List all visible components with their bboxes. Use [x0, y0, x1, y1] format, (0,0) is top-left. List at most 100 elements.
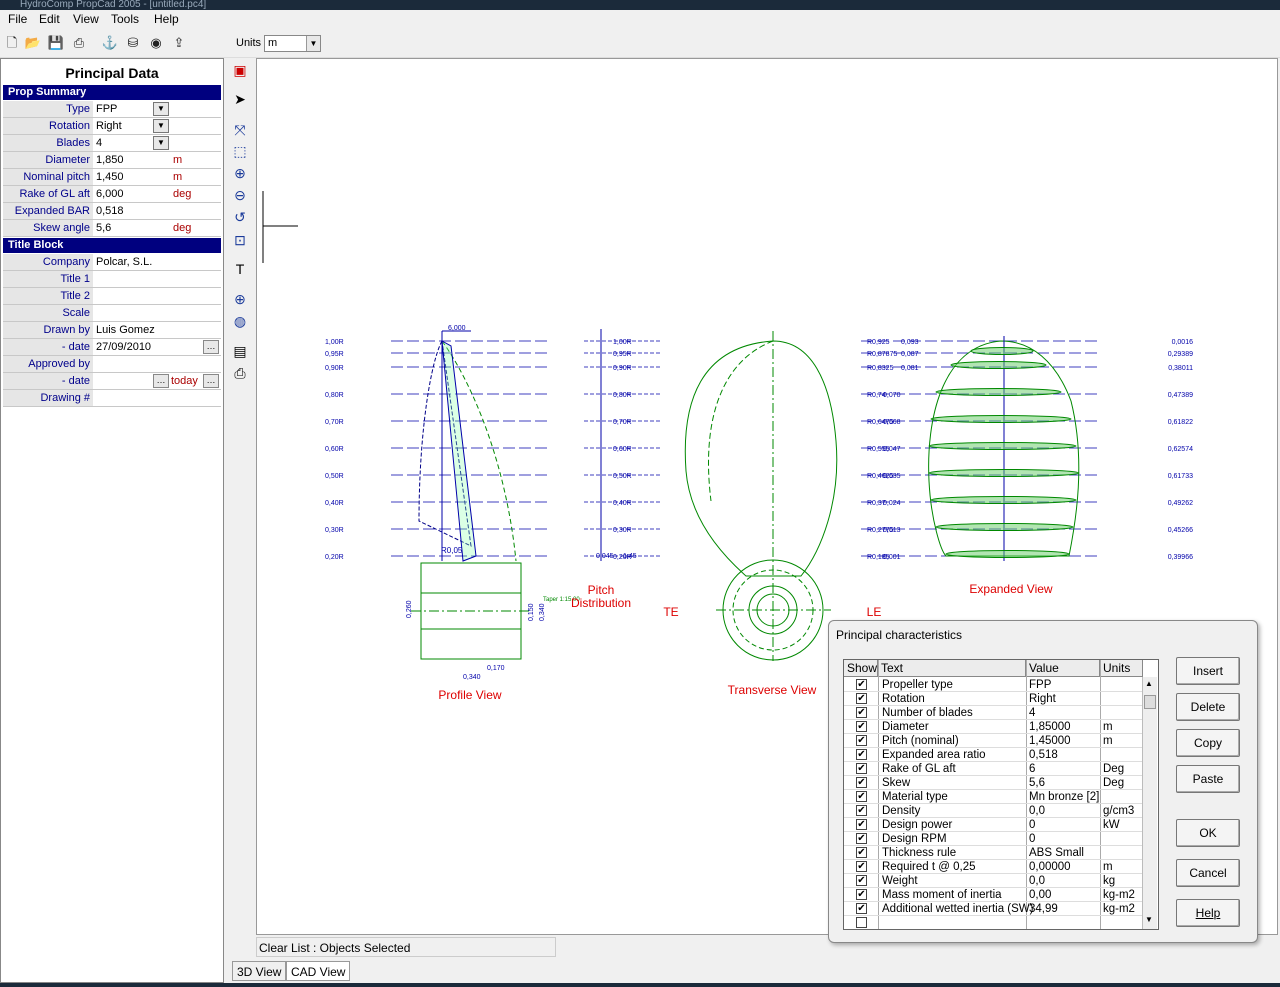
grid-scrollbar[interactable]: ▲ ▼: [1142, 677, 1157, 929]
zoom-out-icon[interactable]: ⊖: [234, 187, 246, 203]
row-value[interactable]: 5,6: [96, 222, 112, 234]
row-value[interactable]: Luis Gomez: [96, 324, 155, 336]
row-text[interactable]: Density: [882, 805, 921, 817]
row-unit[interactable]: m: [1103, 721, 1113, 733]
row-value[interactable]: 4: [1029, 707, 1036, 719]
tb-row-approved-date[interactable]: - date…today…: [3, 373, 221, 390]
row-unit[interactable]: Deg: [1103, 777, 1125, 789]
row-value[interactable]: Right: [1029, 693, 1056, 705]
row-value[interactable]: 0: [1029, 819, 1036, 831]
chevron-down-icon[interactable]: ▼: [306, 36, 320, 51]
row-text[interactable]: Mass moment of inertia: [882, 889, 1002, 901]
show-checkbox[interactable]: ✔: [856, 777, 867, 788]
col-units[interactable]: Units: [1100, 660, 1143, 677]
date-picker-button[interactable]: …: [203, 374, 219, 388]
menu-help[interactable]: Help: [154, 12, 179, 26]
row-text[interactable]: Pitch (nominal): [882, 735, 959, 747]
row-text[interactable]: Rotation: [882, 693, 925, 705]
row-text[interactable]: Required t @ 0,25: [882, 861, 976, 873]
pointer-icon[interactable]: ➤: [234, 91, 246, 107]
globe-icon[interactable]: ◍: [233, 313, 247, 329]
row-value[interactable]: 0,00000: [1029, 861, 1071, 873]
table-row[interactable]: ✔ Rotation Right: [844, 692, 1143, 706]
table-row[interactable]: ✔ Thickness rule ABS Small: [844, 846, 1143, 860]
chevron-down-icon[interactable]: ▼: [153, 102, 169, 116]
zoom-select-icon[interactable]: ⊡: [234, 232, 246, 248]
scroll-up-icon[interactable]: ▲: [1145, 679, 1153, 688]
row-value[interactable]: 0,0: [1029, 875, 1045, 887]
tb-row-scale[interactable]: Scale: [3, 305, 221, 322]
tb-row-approved-by[interactable]: Approved by: [3, 356, 221, 373]
row-text[interactable]: Design power: [882, 819, 953, 831]
row-value[interactable]: 1,45000: [1029, 735, 1071, 747]
row-value[interactable]: 1,850: [96, 154, 124, 166]
open-folder-icon[interactable]: 📂: [24, 35, 42, 50]
row-unit[interactable]: kg-m2: [1103, 903, 1135, 915]
layers-icon[interactable]: ▣: [233, 62, 247, 78]
row-value[interactable]: 34,99: [1029, 903, 1058, 915]
date-picker-button[interactable]: …: [153, 374, 169, 388]
col-show[interactable]: Show: [844, 660, 878, 677]
row-value[interactable]: 27/09/2010: [96, 341, 152, 353]
row-text[interactable]: Thickness rule: [882, 847, 957, 859]
show-checkbox[interactable]: ✔: [856, 875, 867, 886]
row-text[interactable]: Diameter: [882, 721, 929, 733]
tb-row-title2[interactable]: Title 2: [3, 288, 221, 305]
show-checkbox[interactable]: [856, 917, 867, 928]
row-unit[interactable]: m: [1103, 861, 1113, 873]
hub-icon[interactable]: ⛁: [127, 35, 139, 50]
row-value[interactable]: Right: [96, 120, 122, 132]
show-checkbox[interactable]: ✔: [856, 693, 867, 704]
show-checkbox[interactable]: ✔: [856, 847, 867, 858]
show-checkbox[interactable]: ✔: [856, 763, 867, 774]
save-drawing-icon[interactable]: ▤: [233, 343, 247, 359]
row-value[interactable]: 0,518: [1029, 749, 1058, 761]
row-text[interactable]: Design RPM: [882, 833, 947, 845]
row-value[interactable]: FPP: [96, 103, 118, 115]
row-value[interactable]: FPP: [1029, 679, 1052, 691]
row-text[interactable]: Rake of GL aft: [882, 763, 956, 775]
row-text[interactable]: Skew: [882, 777, 911, 789]
show-checkbox[interactable]: ✔: [856, 889, 867, 900]
zoom-extents-icon[interactable]: ⤧: [234, 122, 246, 138]
row-value[interactable]: 0,518: [96, 205, 124, 217]
menu-tools[interactable]: Tools: [111, 12, 140, 26]
row-text[interactable]: Expanded area ratio: [882, 749, 986, 761]
menu-view[interactable]: View: [73, 12, 99, 26]
scroll-down-icon[interactable]: ▼: [1145, 915, 1153, 924]
copy-button[interactable]: Copy: [1176, 729, 1240, 757]
ok-button[interactable]: OK: [1176, 819, 1240, 847]
scroll-thumb[interactable]: [1144, 695, 1156, 709]
table-row[interactable]: ✔ Skew 5,6 Deg: [844, 776, 1143, 790]
show-checkbox[interactable]: ✔: [856, 805, 867, 816]
zoom-previous-icon[interactable]: ↺: [234, 209, 246, 225]
row-value[interactable]: 5,6: [1029, 777, 1045, 789]
units-select[interactable]: m▼: [264, 35, 321, 52]
tab-cad-view[interactable]: CAD View: [286, 961, 351, 981]
show-checkbox[interactable]: ✔: [856, 735, 867, 746]
row-value[interactable]: ABS Small: [1029, 847, 1084, 859]
insert-button[interactable]: Insert: [1176, 657, 1240, 685]
row-value[interactable]: 1,450: [96, 171, 124, 183]
propeller-icon[interactable]: ⚓: [101, 35, 119, 50]
row-unit[interactable]: Deg: [1103, 763, 1125, 775]
table-row[interactable]: [844, 916, 1143, 929]
row-value[interactable]: Polcar, S.L.: [96, 256, 153, 268]
blade-icon[interactable]: ◉: [150, 35, 162, 50]
print-icon[interactable]: ⎙: [73, 35, 85, 50]
